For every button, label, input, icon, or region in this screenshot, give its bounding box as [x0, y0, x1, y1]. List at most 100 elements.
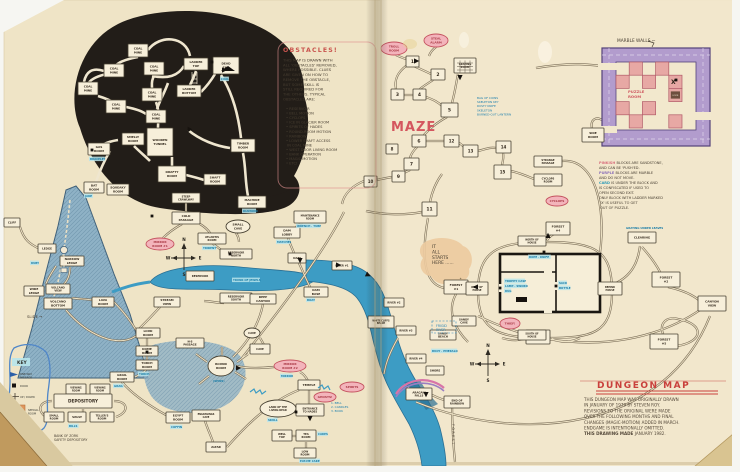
item-highlight [276, 239, 291, 245]
room-label: 12 [449, 138, 455, 143]
room-label: CAVE [248, 331, 256, 335]
room-box [45, 283, 71, 295]
room-label: FOREST#1 [450, 283, 463, 291]
room-box [83, 181, 105, 194]
room-box [403, 157, 420, 171]
item-note: EAT-ME CAKE [300, 459, 320, 463]
puzzle-entry-gap [598, 63, 617, 70]
room-label: 1 [411, 59, 414, 65]
room-label: 2 [436, 72, 439, 78]
room-box [43, 297, 73, 310]
room-box [451, 315, 477, 327]
room-box [175, 337, 205, 349]
hazard-room [145, 237, 175, 251]
room-box [109, 371, 135, 383]
note-key-entry-3: UP / DOWN [20, 395, 35, 399]
room-label: THIEF! [505, 322, 516, 326]
room-box [395, 325, 417, 336]
room-box [37, 243, 57, 254]
room-box [127, 43, 149, 58]
mine-passage [82, 68, 105, 83]
room-box [77, 81, 99, 96]
room-box [443, 134, 460, 148]
room-oval [225, 219, 251, 234]
item-note: COAL [221, 77, 229, 81]
one-way-arrow [222, 67, 228, 73]
compass-letter: S [182, 272, 185, 277]
note-maze-label: MAZE [391, 120, 436, 135]
room-label: VAULT [72, 415, 82, 419]
item-note: WRENCH · TUBE [297, 224, 321, 228]
room-label: 7 [410, 162, 413, 168]
note-obstacles-title: OBSTACLES! [283, 47, 338, 54]
compass-letter: N [486, 343, 490, 348]
item-note: BOTTLE [559, 286, 571, 290]
door-mark [210, 60, 214, 64]
item-note: BUOY · EMERALD [432, 349, 458, 353]
room-box [230, 138, 256, 153]
room-box [303, 286, 329, 298]
room-box [87, 142, 111, 156]
item-note: DIAMOND [243, 209, 259, 213]
stream [111, 280, 151, 294]
room-box [146, 127, 174, 157]
mine-passage [185, 173, 205, 182]
one-way-arrow-glyph [10, 372, 18, 377]
room-box [412, 88, 427, 101]
item-note: COFFIN [171, 425, 182, 429]
room-box [390, 88, 405, 101]
item-note: TRIDENT [203, 246, 216, 250]
note-key-title: KEY [17, 360, 28, 366]
room-label: DEPOSITORY [68, 399, 99, 404]
room-label: 13 [468, 148, 474, 153]
item-highlight [528, 254, 551, 260]
item-note: BRACELET [90, 157, 106, 161]
sandstone-block [628, 114, 643, 129]
room-box [430, 68, 446, 81]
item-note: TORCH [139, 372, 149, 376]
item-highlight [202, 245, 217, 251]
one-way-arrow [457, 75, 463, 81]
marble-label-arrow [647, 40, 655, 48]
sandstone-block [642, 74, 656, 89]
item-note: JADE [84, 194, 92, 198]
south-door-gap [544, 310, 552, 314]
room-box [271, 429, 293, 442]
note-dungeon-title: DUNGEON MAP [597, 381, 690, 391]
note-slide-label: SLIDE → [27, 314, 42, 319]
note-marble-label: MARBLE WALLS ⌐ [617, 38, 656, 44]
room-label: CAVE [256, 347, 264, 351]
door-mark [498, 286, 502, 290]
room-box [157, 165, 187, 183]
one-way-arrow [336, 262, 342, 268]
grating-glyph [457, 60, 473, 73]
room-box [405, 55, 420, 68]
